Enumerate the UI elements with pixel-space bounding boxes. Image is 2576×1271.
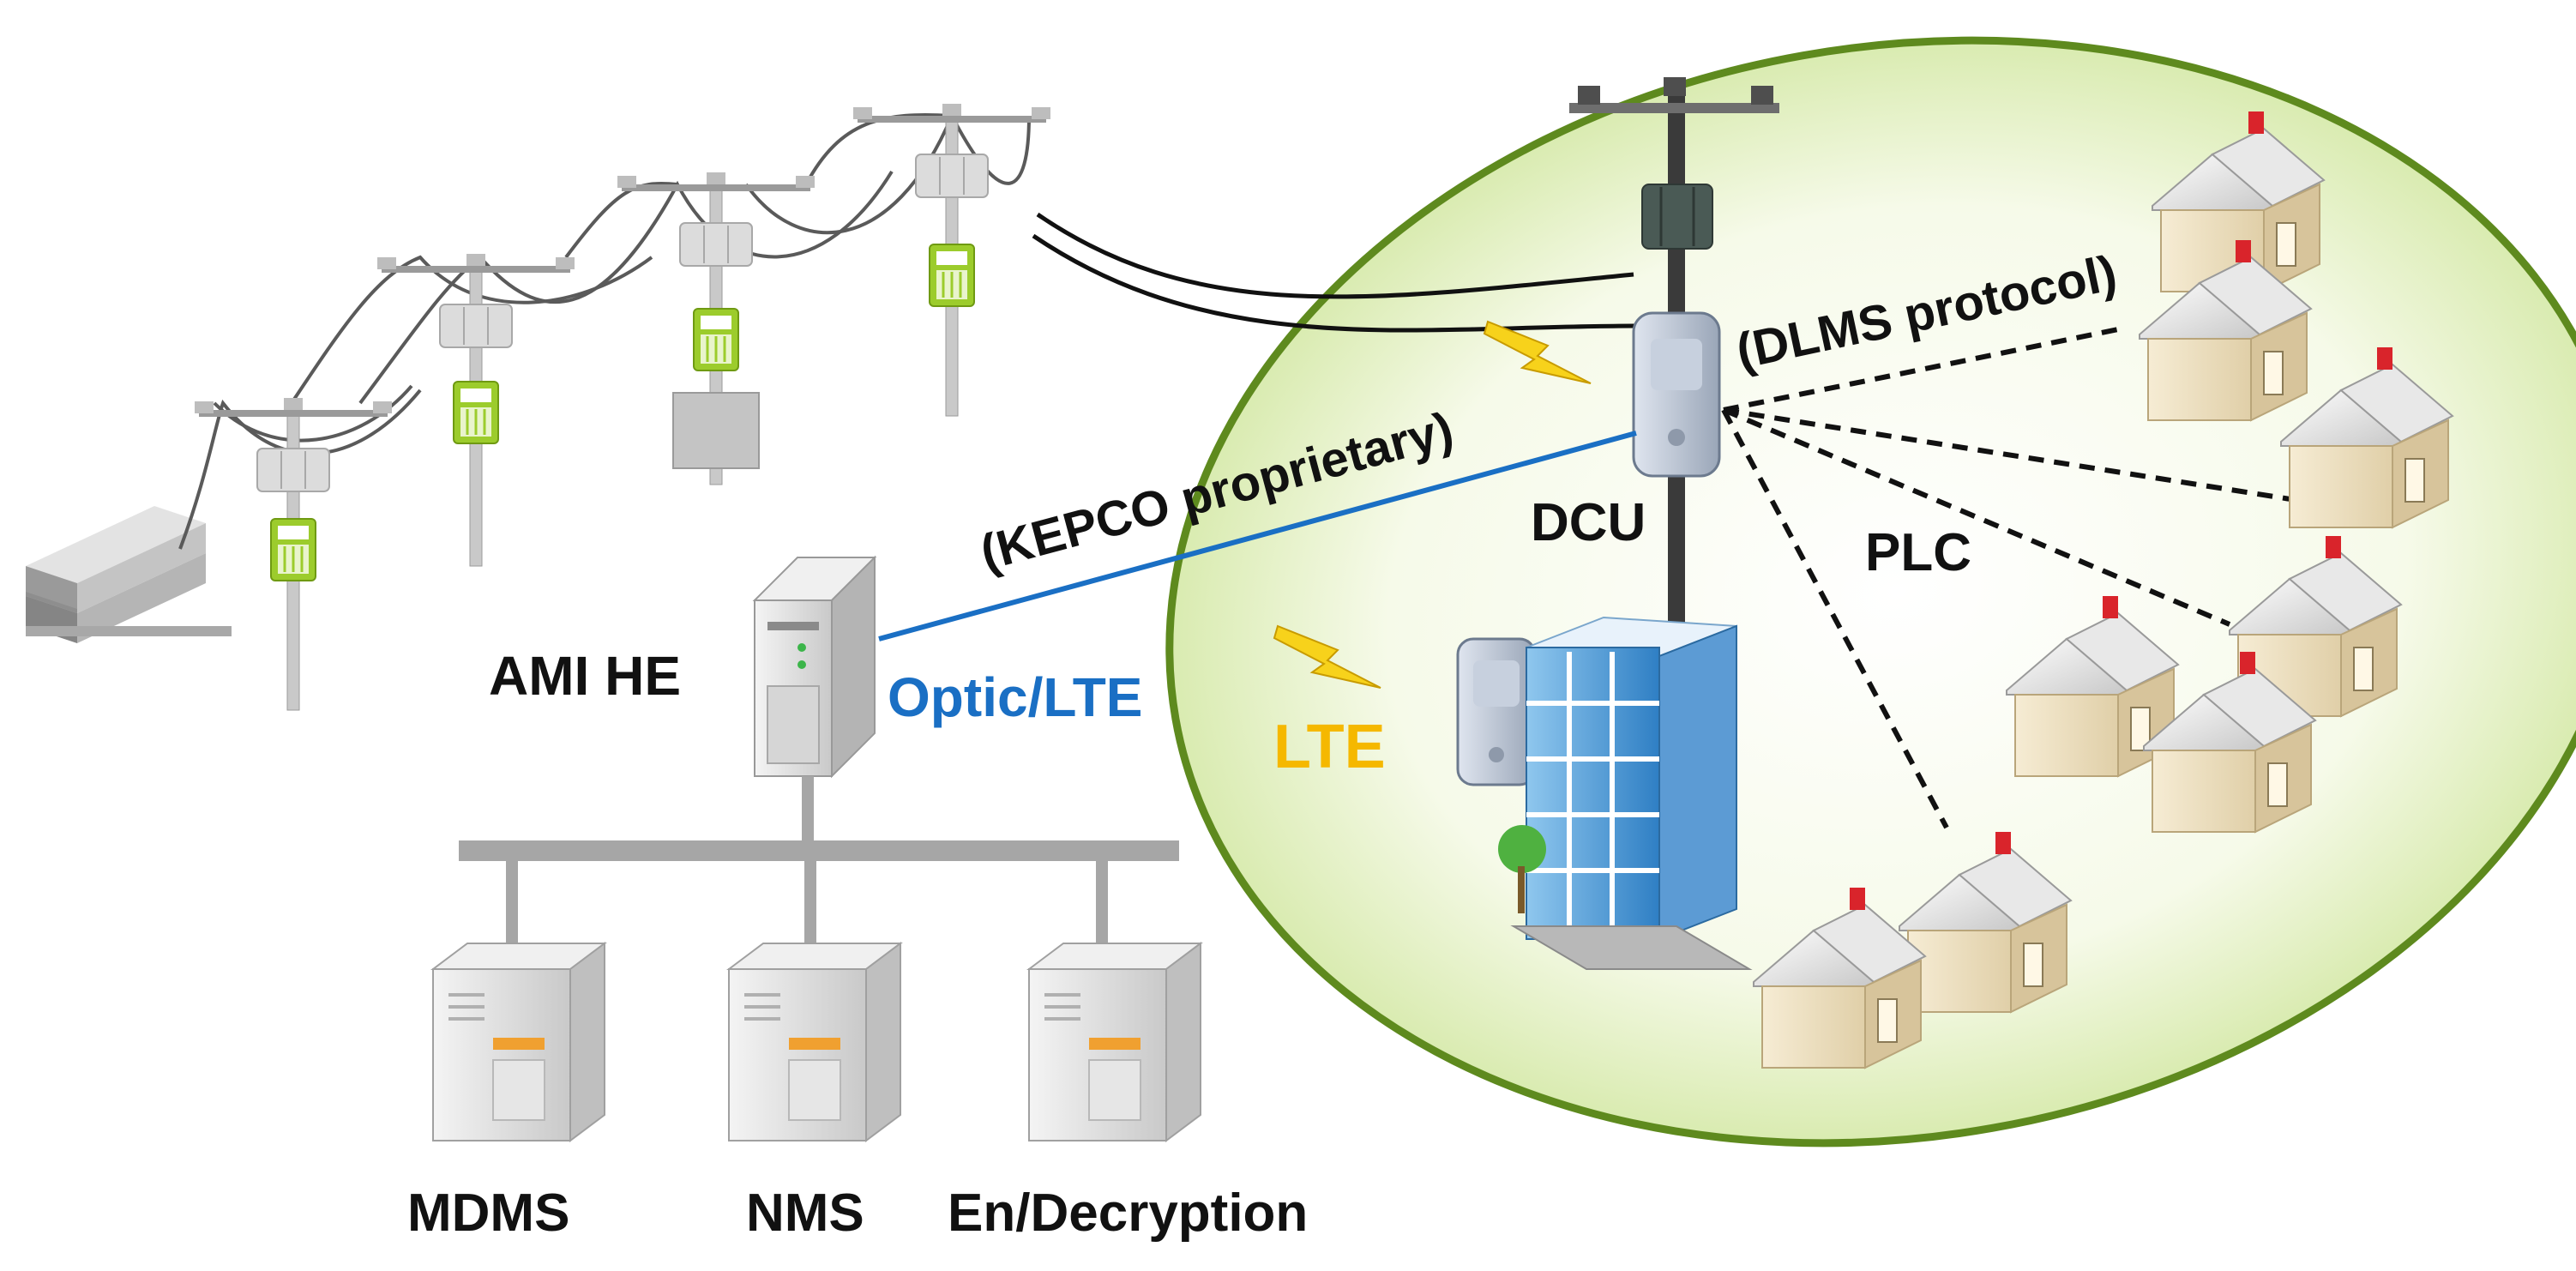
plc-label: PLC	[1865, 523, 1971, 582]
network-bus	[459, 776, 1179, 947]
mdms-label: MDMS	[407, 1184, 569, 1243]
smart-meter-icon	[692, 307, 740, 372]
power-plant-icon	[26, 506, 232, 643]
feeder-line	[1036, 212, 1634, 299]
mdms-server-icon	[431, 942, 606, 1142]
dcu-device-icon	[1456, 637, 1537, 786]
building-icon	[1498, 616, 1753, 970]
encryption-label: En/Decryption	[948, 1184, 1308, 1243]
transformer-box-icon	[672, 392, 760, 469]
ami-he-label: AMI HE	[489, 645, 681, 707]
encryption-server-icon	[1027, 942, 1202, 1142]
dcu-icon	[1632, 311, 1721, 478]
smart-meter-icon	[452, 380, 500, 445]
dcu-label: DCU	[1531, 493, 1646, 552]
plc-links	[1721, 325, 2308, 829]
lte-label: LTE	[1273, 713, 1386, 781]
nms-label: NMS	[746, 1184, 864, 1243]
smart-meter-icon	[269, 517, 317, 582]
optic-lte-label: Optic/LTE	[888, 666, 1142, 728]
nms-server-icon	[727, 942, 902, 1142]
smart-meter-icon	[928, 243, 976, 308]
feeder-line	[1032, 233, 1639, 333]
ami-he-server-icon	[752, 555, 877, 779]
optic-lte-link	[878, 431, 1637, 642]
